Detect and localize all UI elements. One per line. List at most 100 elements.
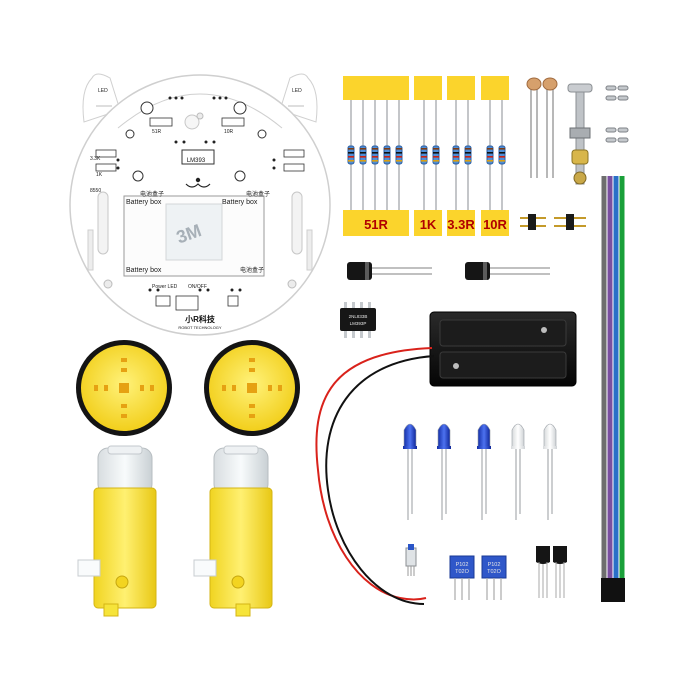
- resistor-band: [348, 152, 354, 154]
- resistor-band: [487, 148, 493, 150]
- resistor-band: [499, 152, 505, 154]
- board-label-1k: 1K: [96, 172, 103, 178]
- resistor-band: [465, 148, 471, 150]
- gear-motor-left: [77, 445, 157, 617]
- board-label-cn-bottom: 电池盒子: [240, 266, 264, 274]
- board-label-battery-box-bottom: Battery box: [126, 267, 162, 274]
- board-label-10r: 10R: [224, 129, 234, 135]
- pot1-line1: P102: [456, 562, 469, 568]
- tape-bottom-51r: [343, 210, 409, 236]
- resistor-band: [453, 156, 459, 158]
- resistor-band: [360, 160, 366, 162]
- tape-bottom-1k: [414, 210, 442, 236]
- slide-switch: [405, 544, 417, 576]
- ic-line2: LM393P: [350, 321, 367, 326]
- board-label-switch: ON/OFF: [188, 284, 207, 290]
- resistor-body: [498, 145, 506, 165]
- capacitor-1: [347, 262, 432, 280]
- led-rim: [477, 446, 491, 449]
- resistor-band: [433, 152, 439, 154]
- board-brand-sub: ROBOT TECHNOLOGY: [178, 325, 222, 330]
- resistor-band: [372, 160, 378, 162]
- resistor-band: [433, 148, 439, 150]
- resistor-band: [396, 152, 402, 154]
- resistor-band: [384, 148, 390, 150]
- resistor-band: [348, 160, 354, 162]
- tape-bottom-10r: [481, 210, 509, 236]
- robot-pcb-board: 3M: [69, 73, 331, 336]
- tape-top-1k: [414, 76, 442, 100]
- screws: [605, 85, 629, 143]
- tape-top-3-3r: [447, 76, 475, 100]
- board-label-battery-box-left: Battery box: [126, 199, 162, 206]
- header-pins: [520, 214, 586, 230]
- resistor-band: [396, 148, 402, 150]
- cat-face-silkscreen: [185, 177, 211, 188]
- resistor-band: [421, 148, 427, 150]
- resistor-band: [453, 160, 459, 162]
- board-label-51r: 51R: [152, 129, 162, 135]
- ic-chip-lm393: 2NL833B LM393P: [340, 302, 376, 338]
- resistor-body: [432, 145, 440, 165]
- resistor-band: [384, 152, 390, 154]
- ic-line1: 2NL833B: [349, 314, 368, 319]
- resistor-band: [348, 148, 354, 150]
- potentiometer-1: P102 T02O: [449, 555, 475, 600]
- resistor-band: [499, 148, 505, 150]
- potentiometer-2: P102 T02O: [481, 555, 507, 600]
- ribbon-connector: [607, 578, 613, 602]
- resistor-body: [347, 145, 355, 165]
- resistor-band: [453, 152, 459, 154]
- battery-wires: [315, 347, 435, 605]
- resistor-body: [395, 145, 403, 165]
- board-label-power-led: Power LED: [152, 284, 178, 290]
- resistor-band: [421, 160, 427, 162]
- resistor-band: [396, 156, 402, 158]
- resistor-band: [360, 156, 366, 158]
- board-brand: 小R科技: [184, 314, 216, 324]
- pot2-line2: T02O: [487, 569, 501, 575]
- resistor-band: [453, 148, 459, 150]
- ribbon-connector: [613, 578, 619, 602]
- resistor-band: [384, 156, 390, 158]
- led-white: [511, 423, 525, 449]
- tape-label-10r: 10R: [483, 217, 507, 232]
- resistor-strips: 51R 1K 3.3R 10R: [343, 76, 509, 236]
- pot2-line1: P102: [488, 562, 501, 568]
- photoresistors: [526, 77, 558, 178]
- battery-holder: [429, 311, 577, 387]
- tape-label-1k: 1K: [420, 217, 437, 232]
- resistor-body: [452, 145, 460, 165]
- gear-motor-right: [193, 445, 273, 617]
- board-label-8550: 8550: [90, 188, 101, 194]
- transistor-2: [553, 546, 567, 598]
- chip-label: LM393: [187, 158, 206, 164]
- led-blue: [437, 423, 451, 449]
- board-label-3-3k: 3.3K: [90, 156, 101, 162]
- resistor-band: [360, 148, 366, 150]
- led-rim: [543, 446, 557, 449]
- resistor-body: [486, 145, 494, 165]
- led-rim: [403, 446, 417, 449]
- ribbon-connector: [601, 578, 607, 602]
- resistor-band: [396, 160, 402, 162]
- ribbon-cable: [601, 176, 625, 602]
- resistor-band: [465, 156, 471, 158]
- led-white: [543, 423, 557, 449]
- tape-label-3-3r: 3.3R: [447, 217, 475, 232]
- ribbon-connector: [619, 578, 625, 602]
- resistor-body: [371, 145, 379, 165]
- resistor-band: [487, 156, 493, 158]
- board-label-cn-top-right: 电池盒子: [246, 190, 270, 198]
- resistor-band: [384, 160, 390, 162]
- resistor-body: [420, 145, 428, 165]
- resistor-band: [348, 156, 354, 158]
- resistor-band: [487, 152, 493, 154]
- led-rim: [437, 446, 451, 449]
- resistor-band: [465, 152, 471, 154]
- pot1-line2: T02O: [455, 569, 469, 575]
- led-blue: [403, 423, 417, 449]
- resistor-band: [372, 148, 378, 150]
- tape-top-51r: [343, 76, 409, 100]
- resistor-band: [499, 156, 505, 158]
